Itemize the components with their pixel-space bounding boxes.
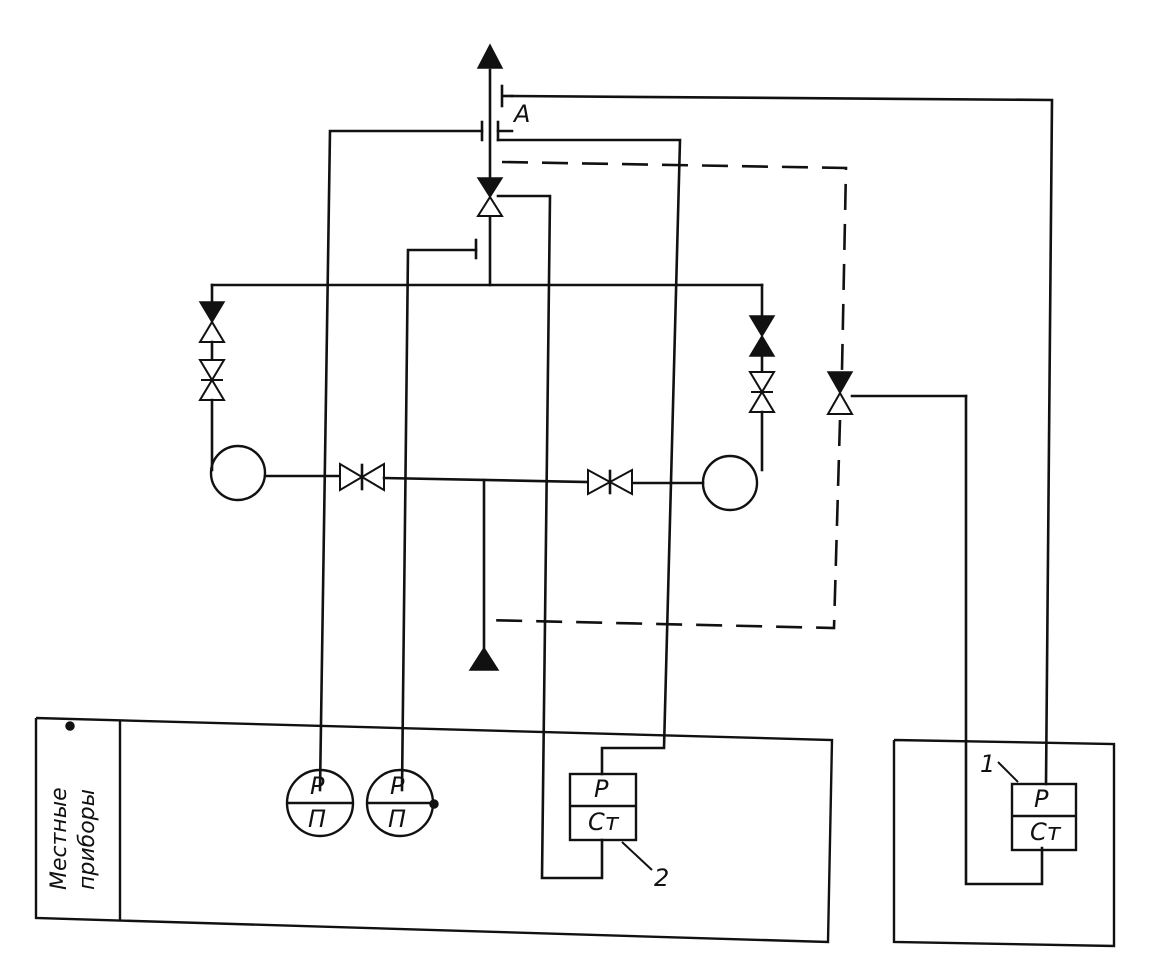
left-pump: [209, 444, 342, 502]
remote-panel: [892, 738, 1116, 948]
gauge-2-bottom-label: П: [388, 805, 406, 833]
main-outlet-pipe: [476, 43, 504, 287]
right-branch-valves: [748, 315, 776, 472]
outlet-arrow-up: [476, 43, 504, 69]
gauge-1-top-label: P: [310, 772, 325, 800]
panel-title-line2: приборы: [75, 789, 100, 890]
point-a-label: A: [512, 100, 530, 128]
panel-title-vertical: Местные приборы: [47, 787, 100, 890]
right-pump: [631, 454, 759, 512]
local-instruments-panel: [34, 716, 834, 944]
callout-2: 2: [654, 864, 669, 892]
recorder-device-2: P Cт 2: [568, 772, 669, 892]
pressure-gauge-2: P П: [365, 768, 439, 838]
callout-1: 1: [980, 750, 995, 778]
inlet-arrow: [468, 646, 500, 671]
gauge-2-top-label: P: [390, 772, 405, 800]
left-branch-valves: [198, 301, 226, 472]
device-1-top-label: P: [1034, 785, 1049, 813]
bypass-dashed-line: [483, 160, 848, 630]
pressure-gauge-1: P П: [285, 768, 355, 838]
bypass-valve: [826, 371, 968, 415]
inlet-pipe: [468, 478, 500, 671]
device-1-bottom-label: Cт: [1030, 818, 1062, 846]
device-2-bottom-label: Cт: [588, 808, 620, 836]
gauge-1-bottom-label: П: [308, 805, 326, 833]
recorder-device-1: P Cт 1: [980, 750, 1078, 852]
header-control-valve: [476, 177, 504, 217]
impulse-lines: [318, 94, 1054, 886]
device-2-top-label: P: [594, 775, 609, 803]
flow-orifice-marks: [474, 84, 514, 260]
left-gate-valve: [339, 462, 364, 492]
right-gate-valve: [587, 468, 613, 496]
suction-line: [339, 462, 633, 496]
panel-title-line1: Местные: [47, 787, 72, 890]
